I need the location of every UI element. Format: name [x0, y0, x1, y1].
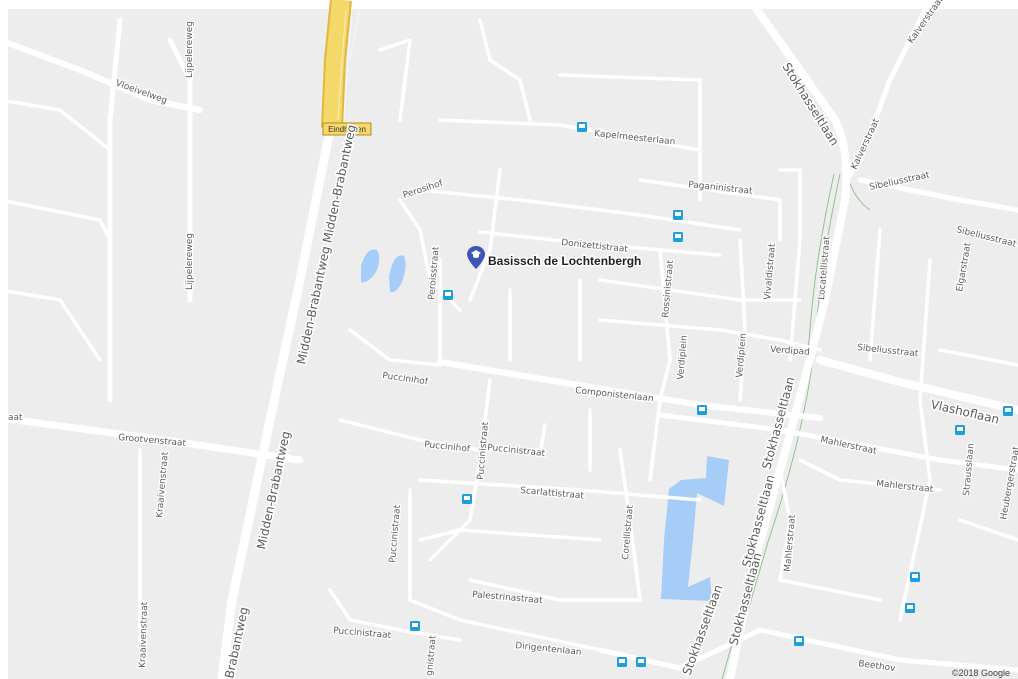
graduation-cap-icon[interactable] [467, 246, 485, 269]
label-gnistraat: gnistraat [425, 635, 439, 677]
highway-shield-label: Eindhoven [328, 125, 366, 134]
pond-west-2 [389, 255, 406, 293]
bus-stops[interactable] [410, 122, 1013, 667]
label-lijpelereweg: Lijpelereweg [185, 21, 195, 78]
map-frame-top [0, 0, 1018, 9]
bus-stop-icon[interactable] [617, 657, 627, 667]
bus-stop-icon[interactable] [462, 494, 472, 504]
highway-a2-fill [323, 0, 350, 129]
label-kraaivenstraat-2: Kraaivenstraat [138, 601, 150, 668]
bus-stop-icon[interactable] [955, 425, 965, 435]
bus-stop-icon[interactable] [905, 603, 915, 613]
map-copyright: ©2018 Google [952, 668, 1010, 678]
roads-minor [0, 18, 1018, 652]
bus-stop-icon[interactable] [577, 122, 587, 132]
bus-stop-icon[interactable] [697, 405, 707, 415]
bus-stop-icon[interactable] [673, 232, 683, 242]
highway-shield: Eindhoven [322, 122, 372, 136]
bus-stop-icon[interactable] [636, 657, 646, 667]
map-frame-left [0, 0, 8, 679]
bus-stop-icon[interactable] [1003, 406, 1013, 416]
bus-stop-icon[interactable] [410, 621, 420, 631]
poi-school-label[interactable]: Basissch de Lochtenbergh [487, 253, 643, 270]
poi-school[interactable]: Basissch de Lochtenbergh [467, 246, 643, 270]
label-verdiplein-1: Verdiplein [676, 335, 690, 380]
bus-stop-icon[interactable] [673, 210, 683, 220]
label-aat: aat [8, 413, 23, 423]
pond-west-1 [361, 249, 380, 283]
label-lijpelereweg-2: Lijpelereweg [185, 233, 195, 290]
pond-east [661, 456, 729, 601]
highway-lanes [337, 9, 361, 121]
bus-stop-icon[interactable] [910, 572, 920, 582]
bus-stop-icon[interactable] [443, 290, 453, 300]
bus-stop-icon[interactable] [794, 636, 804, 646]
label-verdipad: Verdipad [770, 345, 810, 358]
